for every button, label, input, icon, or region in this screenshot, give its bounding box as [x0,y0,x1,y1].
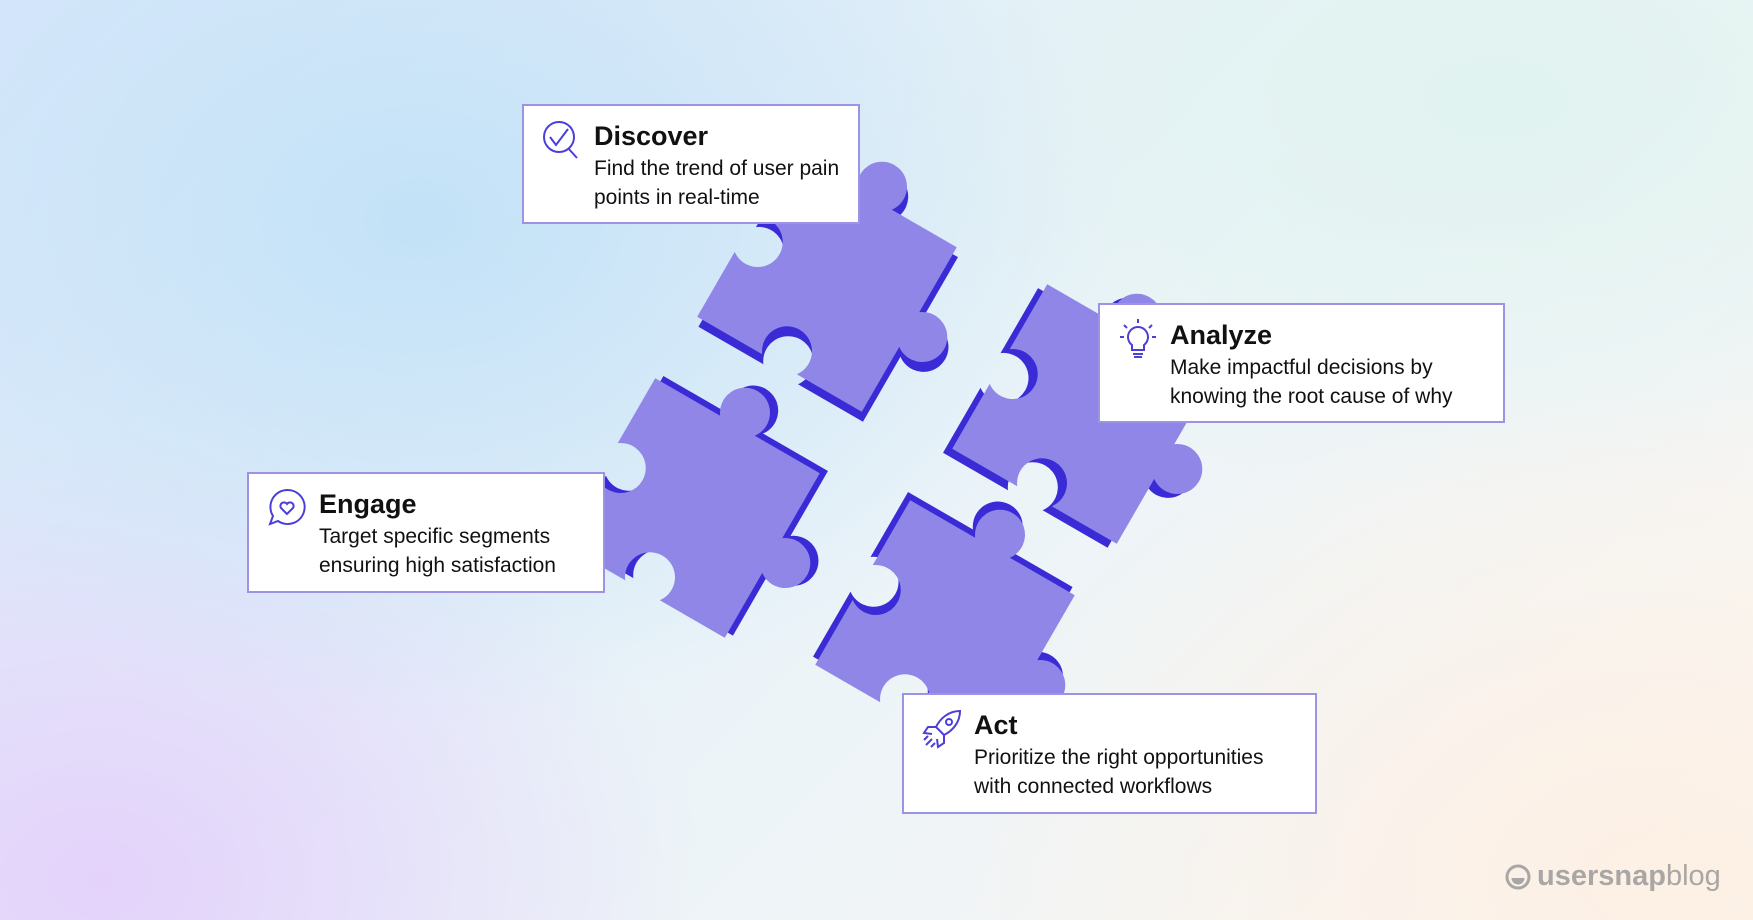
card-text: Prioritize the right opportunities with … [974,746,1264,798]
card-title: Discover [594,121,709,151]
card-act: Act Prioritize the right opportunities w… [902,693,1317,814]
logo-suffix: blog [1665,860,1721,892]
logo-brand: usersnap [1537,860,1666,892]
usersnap-logo-icon [1505,864,1531,889]
chat-heart-icon [268,488,306,526]
card-text: Find the trend of user pain points in re… [594,157,840,209]
card-title: Engage [319,489,417,519]
rocket-icon [922,709,962,749]
card-title: Analyze [1170,320,1273,350]
card-analyze: Analyze Make impactful decisions by know… [1098,303,1505,423]
usersnap-blog-logo: usersnapblog [1505,860,1721,893]
lightbulb-icon [1120,319,1156,358]
card-text: Target specific segments ensuring high s… [319,525,556,577]
card-text: Make impactful decisions by knowing the … [1170,356,1453,408]
card-engage: Engage Target specific segments ensuring… [247,472,605,593]
magnifier-check-icon [543,121,578,159]
card-discover: Discover Find the trend of user pain poi… [522,104,860,224]
card-title: Act [974,710,1018,740]
